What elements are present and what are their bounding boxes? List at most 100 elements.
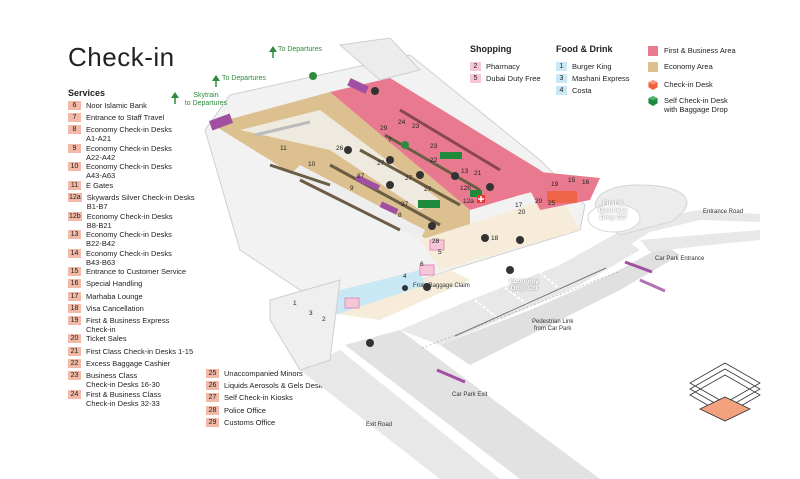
service-label: Self Check-in Kiosks (224, 393, 293, 403)
map-pin[interactable]: 2 (322, 316, 326, 323)
to-departures-label[interactable]: To Departures (222, 75, 266, 82)
map-pin[interactable]: 28 (432, 238, 440, 245)
service-label: Ticket Sales (86, 334, 127, 344)
map-pin[interactable]: 25 (548, 200, 556, 207)
map-pin[interactable]: 21 (474, 170, 482, 177)
map-pin[interactable]: 11 (280, 145, 287, 152)
car-park-entrance-label: Car Park Entrance (655, 256, 705, 262)
self-checkin-icon (648, 96, 658, 106)
service-number: 20 (68, 334, 81, 344)
shopping-item[interactable]: 2 Pharmacy (470, 62, 520, 71)
service-number: 10 (68, 162, 81, 172)
service-number: 24 (68, 389, 81, 399)
road-network (300, 184, 760, 479)
map-pin[interactable]: 7 (388, 137, 392, 144)
map-pin[interactable]: 5 (438, 249, 442, 256)
service-label: Economy Check-in Desks (86, 230, 172, 240)
map-pin[interactable]: 20 (535, 198, 543, 205)
shopping-item[interactable]: 5 Dubai Duty Free (470, 74, 541, 83)
legend-economy: Economy Area (648, 62, 713, 72)
service-label: Economy Check-in Desks (86, 125, 172, 135)
service-sublabel: A22-A42 (86, 152, 116, 162)
service-sublabel: A1-A21 (86, 134, 112, 144)
service-number: 17 (68, 291, 81, 301)
to-departures-label[interactable]: To Departures (278, 46, 322, 53)
food-item[interactable]: 1 Burger King (556, 62, 612, 71)
service-sublabel: B43-B63 (86, 257, 116, 267)
service-text: E Gates (86, 181, 113, 190)
map-pin[interactable]: 19 (551, 181, 559, 188)
map-pin[interactable]: 24 (398, 119, 406, 126)
map-pin[interactable]: 27 (401, 201, 409, 208)
service-number: 18 (68, 303, 81, 313)
food-label: Mashani Express (572, 74, 630, 83)
food-item[interactable]: 4 Costa (556, 86, 592, 95)
map-pin[interactable]: 9 (350, 185, 354, 192)
service-text: Marhaba Lounge (86, 292, 143, 301)
map-pin[interactable]: 12a (463, 198, 474, 205)
legend-swatch (648, 62, 658, 72)
service-label: Customs Office (224, 417, 276, 427)
service-label: E Gates (86, 180, 114, 190)
map-pin[interactable]: 27 (377, 160, 385, 167)
map-pin[interactable]: 1 (293, 300, 297, 307)
service-text: Entrance to Staff Travel (86, 113, 164, 122)
map-pin[interactable]: 27 (357, 173, 365, 180)
map-pin[interactable]: 3 (309, 310, 313, 317)
map-pin[interactable]: 17 (515, 202, 523, 209)
map-pin[interactable]: 26 (336, 145, 344, 152)
map-pin[interactable]: 8 (398, 212, 402, 219)
service-number: 15 (68, 267, 81, 277)
food-item[interactable]: 3 Mashani Express (556, 74, 630, 83)
map-pin[interactable]: 27 (424, 186, 432, 193)
first-dropoff-line-3: Drop Off (599, 214, 627, 221)
service-text: Ticket Sales (86, 334, 127, 343)
map-pin[interactable]: 20 (518, 209, 526, 216)
map-pin[interactable]: 12b (460, 185, 471, 192)
map-pin[interactable]: 23 (412, 123, 420, 130)
service-item[interactable]: 17 Marhaba Lounge (68, 291, 143, 301)
map-pin[interactable]: 18 (491, 235, 499, 242)
map-pin[interactable]: 10 (308, 161, 316, 168)
shopping-label: Pharmacy (486, 62, 520, 71)
service-item[interactable]: 20 Ticket Sales (68, 334, 127, 344)
map-pin[interactable]: 6 (420, 261, 424, 268)
map-pin[interactable]: 29 (380, 125, 388, 132)
map-pin[interactable]: 23 (430, 143, 438, 150)
skytrain-label[interactable]: Skytrain to Departures (180, 92, 232, 108)
facility-icons (309, 72, 524, 347)
map-pin[interactable]: 27 (405, 175, 413, 182)
map-pin[interactable]: 15 (568, 177, 576, 184)
map-pin[interactable]: 22 (430, 157, 438, 164)
map-pin[interactable]: 4 (403, 273, 407, 280)
legend-label: Economy Area (664, 62, 713, 71)
legend-label: First & Business Area (664, 46, 736, 55)
map-pin[interactable]: 13 (461, 168, 469, 175)
service-label: First Class Check-in Desks 1-15 (86, 346, 194, 356)
map-pin[interactable]: 16 (582, 179, 590, 186)
